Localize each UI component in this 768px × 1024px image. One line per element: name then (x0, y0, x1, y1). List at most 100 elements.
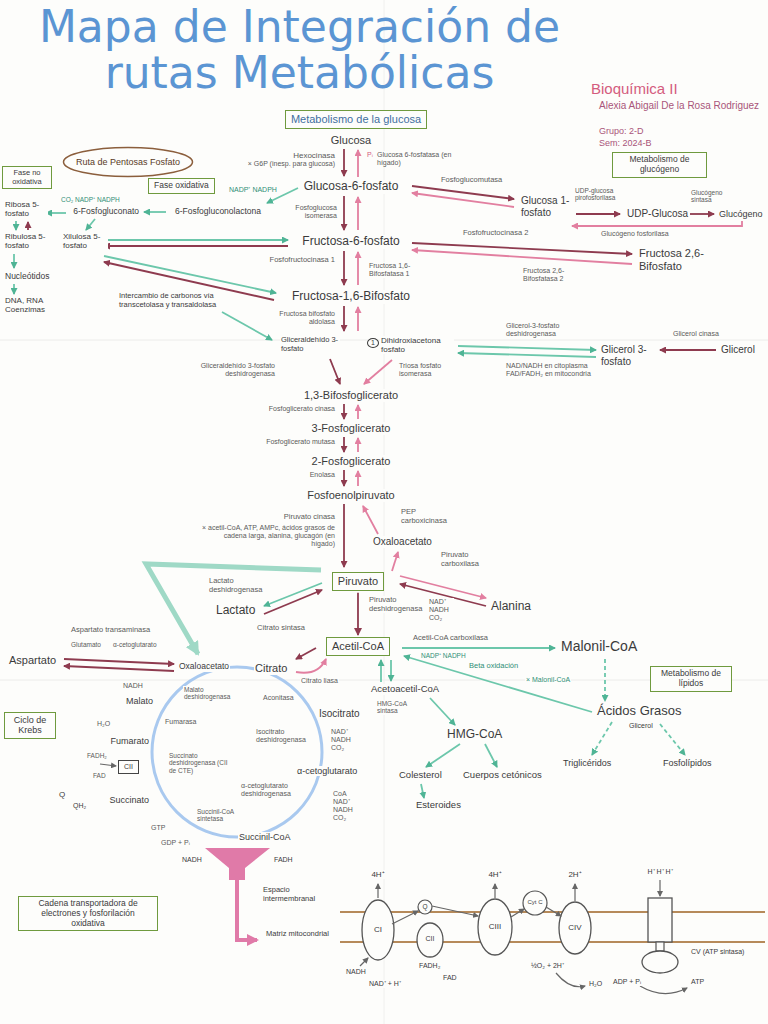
pathway-label: Glucógeno (718, 209, 764, 219)
pathway-arrow (576, 213, 620, 215)
pathway-label: NADH (181, 856, 203, 864)
pathway-label: Triglicéridos (562, 758, 612, 768)
node-text: Fase no oxidativa (8, 169, 46, 186)
process-box: CII (118, 760, 139, 774)
pathway-arrow (104, 245, 288, 247)
pathway-label: Alanina (490, 600, 532, 614)
pathway-arrow (343, 306, 345, 331)
pathway-arrow (660, 724, 685, 755)
pathway-label: H⁺ H⁺ H⁺ (646, 868, 673, 876)
pathway-label: Fosfoglucosa isomerasa (291, 204, 338, 220)
pathway-label: Q (58, 790, 66, 799)
pathway-label: H₂O (96, 720, 111, 728)
pathway-label: Malato deshidrogenasa (183, 686, 235, 701)
pathway-arrow (46, 212, 66, 214)
pathway-label: ADP + Pᵢ (612, 978, 642, 986)
pathway-label: Glucosa 6-fosfatasa (en hígado) (376, 151, 458, 167)
pathway-label: Citrato liasa (300, 677, 339, 685)
pathway-label: Fructosa 2,6-Bifosfato (638, 247, 722, 272)
electron-arrow (511, 909, 524, 917)
complex-shape (362, 900, 394, 960)
pathway-label: GDP + Pᵢ (160, 839, 191, 847)
pathway-label: CIII (488, 922, 502, 931)
pathway-label: Xilulosa 5-fosfato (62, 232, 108, 250)
pathway-label: α-cetoglutarato (296, 766, 358, 776)
pathway-arrow (104, 256, 276, 293)
process-box: Acetil-CoA (326, 637, 390, 656)
pathway-label: Grupo: 2-D (598, 126, 645, 136)
pathway-label: Fosfolípidos (662, 758, 713, 768)
reaction-arrow (640, 986, 687, 994)
pathway-arrow (357, 197, 359, 230)
pathway-label: NAD⁺ NADH CO₂ (330, 728, 356, 752)
pathway-label: Espacio intermembranal (262, 886, 329, 903)
node-text: Metabolismo de la glucosa (291, 113, 421, 126)
node-text: Metabolismo de lípidos (656, 669, 726, 689)
pathway-label: 1 (367, 338, 379, 348)
pathway-label: FADH (273, 856, 294, 864)
node-text: Acetil-CoA (332, 640, 384, 653)
atp-synthase-shape (648, 898, 672, 942)
pathway-label: Pᵢ (366, 151, 374, 159)
pathway-label: Fructosa bifosfato aldolasa (276, 310, 336, 326)
proton-arrow (659, 880, 660, 896)
pathway-arrow (104, 239, 288, 241)
pathway-arrow (357, 307, 359, 331)
pathway-arrow (412, 193, 514, 207)
pathway-arrow (458, 346, 596, 350)
pathway-arrow (343, 149, 345, 176)
pathway-label: FADH₂ (418, 962, 441, 970)
pathway-label: Colesterol (398, 770, 443, 781)
pathway-label: Aconitasa (262, 694, 295, 702)
node-text: Metabolismo de glucógeno (618, 155, 701, 175)
pathway-label: 6-Fosfogluconato (72, 207, 140, 217)
pathway-label: NAD⁺ NADH CO₂ (428, 598, 454, 622)
pathway-arrow (100, 764, 116, 766)
pathway-label: Ribulosa 5-fosfato (4, 232, 50, 250)
pathway-label: NADH (122, 682, 144, 690)
pathway-label: NADP⁺ NADPH (420, 652, 467, 659)
pathway-label: α-cetoglutarato deshidrogenasa (240, 782, 297, 798)
pathway-arrow (296, 659, 326, 673)
pathway-label: Enolasa (309, 471, 336, 479)
oval-node: Ruta de Pentosas Fosfato (62, 146, 194, 178)
pathway-arrow (15, 221, 17, 230)
ubiquinone-shape (418, 900, 432, 914)
pathway-label: Oxaloacetato (372, 536, 433, 548)
pathway-label: Nucleótidos (4, 272, 50, 282)
proton-arrow (494, 884, 495, 898)
complex-shape (417, 923, 443, 957)
pathway-arrow (357, 405, 359, 419)
pathway-label: NAD⁺ + H⁺ (368, 980, 402, 988)
pathway-label: Fructosa 1,6-Bifosfatasa 1 (368, 262, 422, 278)
pathway-label: × acetil-CoA, ATP, AMPc, ácidos grasos d… (199, 524, 336, 548)
pathway-label: Piruvato deshidrogenasa (368, 596, 425, 613)
krebs-cycle-ring (152, 667, 322, 837)
pathway-label: Intercambio de carbonos vía transcetolas… (118, 292, 220, 309)
pathway-label: Ribosa 5-fosfato (4, 200, 48, 218)
pathway-arrow (364, 360, 392, 384)
pathway-label: Esteroides (415, 800, 462, 811)
pathway-label: Fosfoenolpiruvato (306, 489, 395, 502)
pathway-arrow (402, 647, 555, 649)
process-box: Metabolismo de la glucosa (285, 110, 427, 129)
pathway-label: Isocitrato (318, 708, 361, 720)
pathway-label: Aspartato transaminasa (70, 626, 151, 635)
pathway-label: Succinil-CoA sintetasa (196, 808, 243, 823)
pathway-arrow (64, 659, 174, 664)
pathway-arrow (343, 404, 345, 419)
pathway-label: 3-Fosfoglicerato (311, 422, 392, 435)
pathway-arrow (604, 659, 606, 701)
pathway-arrow (237, 880, 257, 940)
pathway-arrow (296, 648, 316, 659)
pathway-label: CIV (567, 923, 582, 932)
pathway-label: 6-Fosfogluconolactona (174, 207, 262, 217)
pathway-arrow (86, 219, 95, 230)
pathway-arrow (27, 222, 29, 230)
pathway-label: Malonil-CoA (560, 638, 638, 654)
node-text: Cadena transportadora de electrones y fo… (24, 899, 152, 928)
pathway-arrow (592, 722, 612, 755)
process-box: Metabolismo de lípidos (650, 666, 732, 692)
pathway-label: × Malonil-CoA (525, 676, 571, 684)
